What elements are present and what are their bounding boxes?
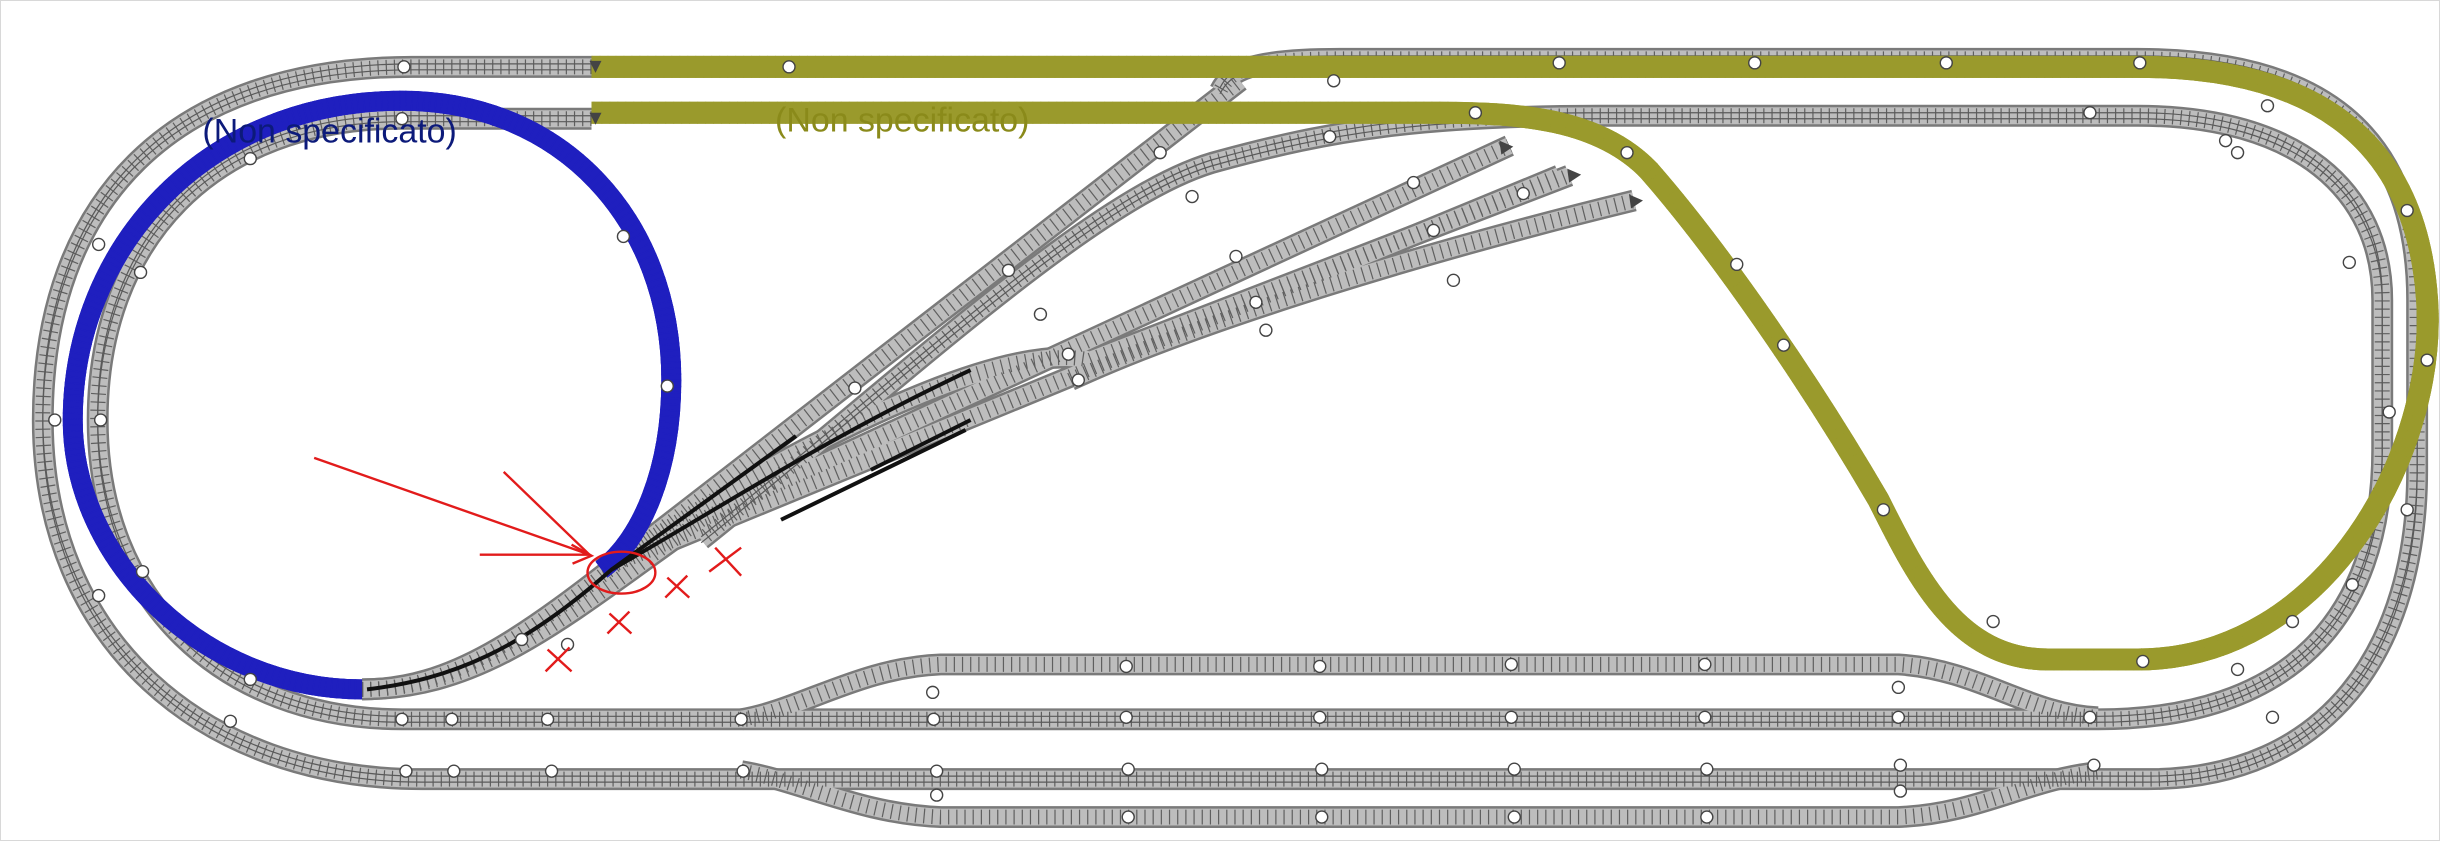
annotation-arrow bbox=[313, 456, 590, 556]
track-end-markers bbox=[589, 60, 1643, 209]
cross-mark bbox=[708, 546, 743, 577]
cross-mark bbox=[544, 646, 573, 673]
arrow-head bbox=[570, 543, 595, 565]
annotation-ellipse bbox=[586, 550, 657, 595]
blue-loop-label: (Non specificato) bbox=[202, 113, 456, 151]
red-annotations bbox=[313, 456, 743, 673]
black-highlighted-track bbox=[366, 368, 972, 692]
cross-mark bbox=[606, 610, 633, 635]
track-joint-markers bbox=[48, 56, 2434, 824]
yellow-line-label: (Non specificato) bbox=[775, 102, 1029, 140]
blue-track-loop bbox=[62, 101, 682, 700]
cross-mark bbox=[664, 574, 691, 599]
gray-track-layer bbox=[31, 56, 2417, 829]
annotation-arrow bbox=[502, 471, 591, 556]
